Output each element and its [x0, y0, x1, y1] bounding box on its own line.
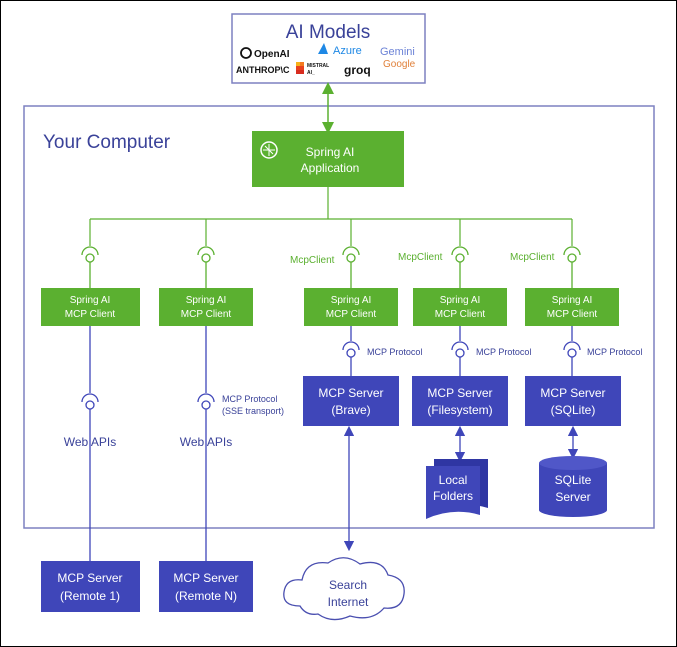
- mistral-logo: MISTRAL AI_: [296, 62, 329, 76]
- svg-text:ANTHROP\C: ANTHROP\C: [236, 65, 290, 75]
- azure-logo: Azure: [318, 43, 362, 57]
- svg-text:MCP Client: MCP Client: [435, 309, 486, 320]
- svg-text:Spring AI: Spring AI: [306, 145, 355, 159]
- svg-text:(Filesystem): (Filesystem): [427, 403, 492, 417]
- svg-text:Application: Application: [301, 161, 360, 175]
- client-interface-sockets: [81, 246, 581, 288]
- svg-text:Search: Search: [329, 578, 367, 592]
- mcp-server-sqlite: MCP Server (SQLite): [525, 376, 621, 426]
- svg-text:MCP Server: MCP Server: [540, 386, 605, 400]
- svg-text:Spring AI: Spring AI: [552, 295, 593, 306]
- search-internet-cloud-icon: Search Internet: [283, 557, 405, 621]
- mcp-client-box-2: Spring AI MCP Client: [159, 288, 253, 326]
- svg-text:MCP Server: MCP Server: [57, 571, 122, 585]
- mcp-client-box-4: Spring AI MCP Client: [413, 288, 507, 326]
- local-folders-icon: Local Folders: [426, 459, 488, 519]
- mcpclient-label-3: McpClient: [290, 255, 335, 266]
- svg-text:MCP Server: MCP Server: [173, 571, 238, 585]
- protocol-label-3: MCP Protocol: [587, 347, 642, 357]
- brain-icon: [260, 141, 278, 159]
- mcp-server-filesystem: MCP Server (Filesystem): [412, 376, 508, 426]
- svg-text:MCP Client: MCP Client: [65, 309, 116, 320]
- mcp-server-remote-n: MCP Server (Remote N): [159, 561, 253, 612]
- protocol-label-1: MCP Protocol: [367, 347, 422, 357]
- svg-text:Spring AI: Spring AI: [440, 295, 481, 306]
- mcpclient-label-4: McpClient: [398, 252, 443, 263]
- svg-text:MCP Client: MCP Client: [326, 309, 377, 320]
- mcp-server-remote-1: MCP Server (Remote 1): [41, 561, 140, 612]
- svg-text:Spring AI: Spring AI: [70, 295, 111, 306]
- svg-text:AI_: AI_: [307, 70, 315, 76]
- svg-text:Google: Google: [383, 59, 416, 70]
- svg-text:Server: Server: [555, 490, 590, 504]
- sqlite-server-icon: SQLite Server: [539, 456, 607, 517]
- protocol-label-2: MCP Protocol: [476, 347, 531, 357]
- openai-logo: OpenAI: [240, 47, 290, 60]
- mcpclient-label-5: McpClient: [510, 252, 555, 263]
- svg-text:MCP Client: MCP Client: [547, 309, 598, 320]
- ai-models-title: AI Models: [286, 22, 370, 43]
- client-bus-lines: [89, 187, 573, 246]
- svg-text:(Brave): (Brave): [331, 403, 370, 417]
- anthropic-logo: ANTHROP\C: [236, 65, 290, 75]
- web-api-connectors: [81, 326, 215, 561]
- web-apis-label-2: Web APIs: [180, 435, 232, 449]
- mcp-protocol-connectors: [342, 326, 581, 376]
- svg-text:Gemini: Gemini: [380, 46, 415, 58]
- svg-text:Local: Local: [439, 473, 468, 487]
- svg-text:Azure: Azure: [333, 45, 362, 57]
- web-apis-label-1: Web APIs: [64, 435, 116, 449]
- ai-models-box: AI Models OpenAI Azure Gemini Google ANT…: [231, 13, 426, 84]
- groq-logo: groq: [344, 63, 371, 77]
- svg-text:(SQLite): (SQLite): [551, 403, 596, 417]
- svg-text:MISTRAL: MISTRAL: [307, 63, 329, 69]
- svg-text:SQLite: SQLite: [555, 473, 592, 487]
- your-computer-frame: Your Computer: [23, 105, 655, 529]
- svg-text:Spring AI: Spring AI: [331, 295, 372, 306]
- svg-text:groq: groq: [344, 63, 371, 77]
- svg-text:OpenAI: OpenAI: [254, 49, 290, 60]
- gemini-google-logo: Gemini Google: [380, 46, 416, 70]
- mcp-client-box-3: Spring AI MCP Client: [304, 288, 398, 326]
- spring-ai-application-box: Spring AI Application: [252, 131, 404, 187]
- sse-protocol-label-2: (SSE transport): [222, 406, 284, 416]
- svg-text:MCP Client: MCP Client: [181, 309, 232, 320]
- mcp-server-brave: MCP Server (Brave): [303, 376, 399, 426]
- svg-text:Spring AI: Spring AI: [186, 295, 227, 306]
- mcp-client-box-1: Spring AI MCP Client: [41, 288, 140, 326]
- svg-text:(Remote N): (Remote N): [175, 589, 237, 603]
- svg-text:MCP Server: MCP Server: [427, 386, 492, 400]
- sse-protocol-label-1: MCP Protocol: [222, 394, 277, 404]
- mcp-client-box-5: Spring AI MCP Client: [525, 288, 619, 326]
- svg-text:MCP Server: MCP Server: [318, 386, 383, 400]
- svg-text:Internet: Internet: [328, 595, 369, 609]
- your-computer-title: Your Computer: [43, 132, 171, 153]
- svg-text:Folders: Folders: [433, 489, 473, 503]
- svg-text:(Remote 1): (Remote 1): [60, 589, 120, 603]
